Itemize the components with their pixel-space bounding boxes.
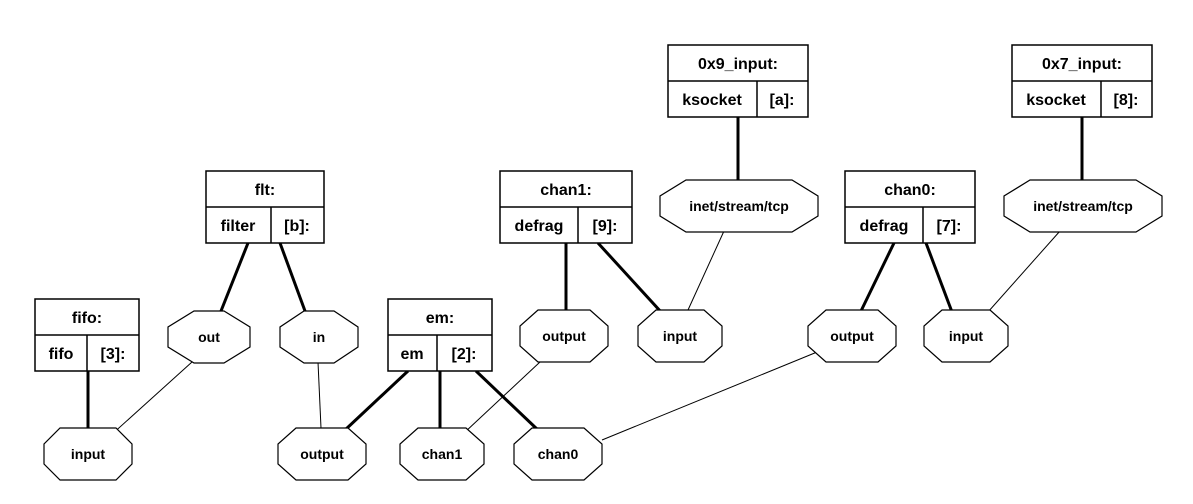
node-fifo: fifo: fifo [3]: xyxy=(34,298,140,372)
hook-flt-in xyxy=(279,310,359,364)
node-flt-id: [b]: xyxy=(284,218,310,235)
hook-fifo-input-label: input xyxy=(71,446,106,462)
node-in9-type: ksocket xyxy=(682,92,742,109)
edge-flt-in xyxy=(278,242,307,312)
edge-chan0-output-em-chan0 xyxy=(601,349,823,441)
edge-chan0-output xyxy=(859,242,896,312)
node-chan0-id: [7]: xyxy=(937,218,962,235)
hook-in9-tcp xyxy=(659,179,819,233)
edge-tcp7-chan0-input xyxy=(987,230,1061,313)
edge-chan1-input xyxy=(596,241,664,315)
node-chan0-title: chan0: xyxy=(884,182,936,199)
hook-chan1-input xyxy=(637,309,723,363)
hook-chan1-input-label: input xyxy=(663,328,698,344)
node-in7-type: ksocket xyxy=(1026,92,1086,109)
edge-flt-in-em-output xyxy=(317,361,322,429)
hook-flt-out-label: out xyxy=(198,329,220,345)
hook-chan0-output xyxy=(807,309,897,363)
hook-em-chan0-label: chan0 xyxy=(538,446,579,462)
hook-chan0-input xyxy=(923,309,1009,363)
hook-chan1-output xyxy=(519,309,609,363)
edge-chan0-input xyxy=(924,242,954,313)
node-em-type: em xyxy=(400,346,423,363)
node-in9-id: [a]: xyxy=(770,92,795,109)
node-chan1: chan1: defrag [9]: xyxy=(499,170,633,244)
node-in7-title: 0x7_input: xyxy=(1042,56,1122,73)
node-em-id: [2]: xyxy=(452,346,477,363)
node-in7-id: [8]: xyxy=(1114,92,1139,109)
node-em: em: em [2]: xyxy=(387,298,493,372)
node-chan1-type: defrag xyxy=(515,218,564,235)
node-em-title: em: xyxy=(426,310,454,327)
node-fifo-id: [3]: xyxy=(101,346,126,363)
node-flt: flt: filter [b]: xyxy=(205,170,325,244)
hooks: input out in output chan1 chan0 output i… xyxy=(43,179,1163,481)
hook-chan1-output-label: output xyxy=(542,328,586,344)
hook-em-chan0 xyxy=(513,427,603,481)
hook-in7-tcp-label: inet/stream/tcp xyxy=(1033,198,1133,214)
hook-fifo-input xyxy=(43,427,133,481)
hook-in7-tcp xyxy=(1003,179,1163,233)
hook-flt-out xyxy=(167,310,251,364)
edge-tcp9-chan1-input xyxy=(687,230,725,311)
hook-em-output xyxy=(277,427,367,481)
node-flt-title: flt: xyxy=(255,182,275,199)
node-fifo-type: fifo xyxy=(49,346,74,363)
node-chan0: chan0: defrag [7]: xyxy=(844,170,976,244)
hook-em-chan1-label: chan1 xyxy=(422,446,463,462)
edges xyxy=(86,117,1084,441)
edge-chan1-output-em-chan1 xyxy=(463,361,541,434)
hook-em-chan1 xyxy=(399,427,485,481)
node-0x9-input: 0x9_input: ksocket [a]: xyxy=(667,44,809,118)
hook-in9-tcp-label: inet/stream/tcp xyxy=(689,198,789,214)
hook-em-output-label: output xyxy=(300,446,344,462)
node-in9-title: 0x9_input: xyxy=(698,56,778,73)
node-chan0-type: defrag xyxy=(860,218,909,235)
node-flt-type: filter xyxy=(221,218,256,235)
edge-em-output xyxy=(343,369,410,432)
node-0x7-input: 0x7_input: ksocket [8]: xyxy=(1011,44,1153,118)
node-fifo-title: fifo: xyxy=(72,310,102,327)
edge-em-chan0 xyxy=(474,369,540,432)
node-chan1-title: chan1: xyxy=(540,182,592,199)
edge-flt-out-fifo-input xyxy=(109,361,193,437)
hook-flt-in-label: in xyxy=(313,329,325,345)
edge-flt-out xyxy=(219,242,250,312)
hook-chan0-output-label: output xyxy=(830,328,874,344)
hook-chan0-input-label: input xyxy=(949,328,984,344)
node-chan1-id: [9]: xyxy=(593,218,618,235)
